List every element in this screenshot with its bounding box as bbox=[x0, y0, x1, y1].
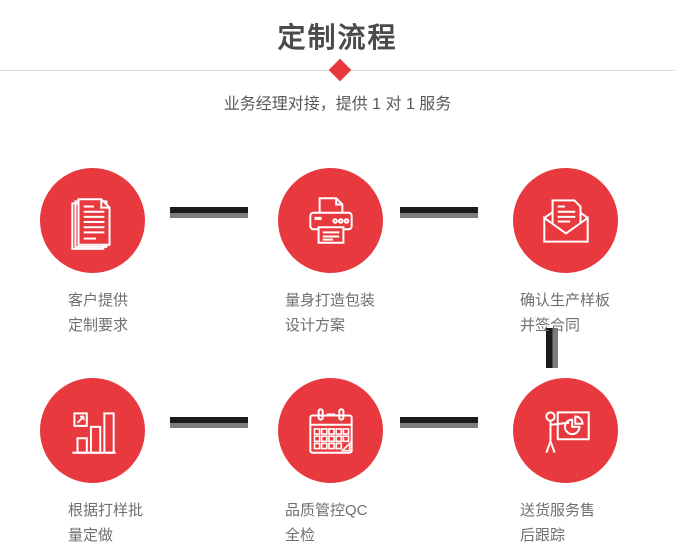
documents-icon bbox=[62, 190, 124, 252]
step-6-label: 送货服务售 后跟踪 bbox=[520, 498, 595, 548]
connector-step3-step6 bbox=[546, 328, 558, 368]
printer-icon bbox=[300, 190, 362, 252]
step-2-label: 量身打造包装 设计方案 bbox=[285, 288, 375, 338]
presentation-icon bbox=[535, 400, 597, 462]
connector-step2-step3 bbox=[400, 207, 478, 218]
step-6-circle bbox=[513, 378, 618, 483]
step-3-label-line2: 并签合同 bbox=[520, 317, 581, 334]
connector-step5-step6 bbox=[400, 417, 478, 428]
bar-chart-icon bbox=[62, 400, 124, 462]
step-6-label-line1: 送货服务售 bbox=[520, 502, 596, 519]
envelope-icon bbox=[535, 190, 597, 252]
step-5-label-line1: 品质管控QC bbox=[285, 502, 368, 519]
step-5-circle bbox=[278, 378, 383, 483]
step-3-label: 确认生产样板 并签合同 bbox=[520, 288, 610, 338]
step-2-label-line2: 设计方案 bbox=[285, 317, 346, 334]
section-subtitle: 业务经理对接，提供 1 对 1 服务 bbox=[223, 96, 452, 113]
step-5-label-line2: 全检 bbox=[285, 527, 316, 544]
connector-step1-step2 bbox=[170, 207, 248, 218]
step-4-circle bbox=[40, 378, 145, 483]
step-4-label: 根据打样批 量定做 bbox=[68, 498, 143, 548]
step-6-label-line2: 后跟踪 bbox=[520, 527, 566, 544]
step-3-circle bbox=[513, 168, 618, 273]
step-3-label-line1: 确认生产样板 bbox=[520, 292, 611, 309]
step-2-label-line1: 量身打造包装 bbox=[285, 292, 376, 309]
connector-step4-step5 bbox=[170, 417, 248, 428]
step-1-label-line2: 定制要求 bbox=[68, 317, 129, 334]
step-4-label-line2: 量定做 bbox=[68, 527, 114, 544]
step-5-label: 品质管控QC 全检 bbox=[285, 498, 368, 548]
step-1-label: 客户提供 定制要求 bbox=[68, 288, 128, 338]
step-1-label-line1: 客户提供 bbox=[68, 292, 129, 309]
step-2-circle bbox=[278, 168, 383, 273]
calendar-icon bbox=[300, 400, 362, 462]
step-4-label-line1: 根据打样批 bbox=[68, 502, 144, 519]
diamond-marker bbox=[328, 58, 352, 82]
section-title: 定制流程 bbox=[277, 22, 398, 53]
step-1-circle bbox=[40, 168, 145, 273]
